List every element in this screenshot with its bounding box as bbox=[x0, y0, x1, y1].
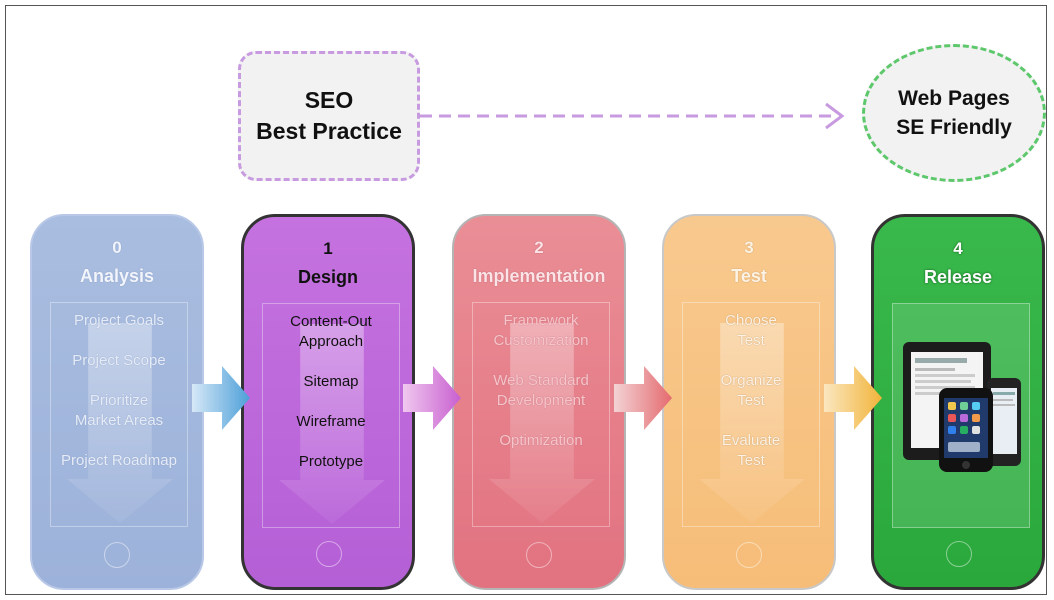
phase-item: Web Standard Development bbox=[493, 372, 589, 409]
goal-line2: SE Friendly bbox=[896, 116, 1012, 139]
phase-item: Project Goals bbox=[73, 312, 165, 329]
phase-number: 1 bbox=[323, 239, 333, 258]
right-arrow-icon bbox=[614, 366, 672, 430]
seo-best-practice-box: SEO Best Practice bbox=[238, 51, 420, 181]
phase-title: Analysis bbox=[79, 266, 155, 286]
phase-item: Framework Customization bbox=[493, 312, 589, 349]
phase-title: Release bbox=[923, 267, 993, 287]
home-button-icon bbox=[946, 541, 972, 567]
phase-item: Evaluate Test bbox=[721, 432, 781, 469]
home-button-icon bbox=[104, 542, 130, 568]
right-arrow-icon bbox=[403, 366, 461, 430]
phase-title: Implementation bbox=[472, 266, 606, 286]
phase-number: 4 bbox=[953, 239, 963, 258]
phase-item: Project Scope bbox=[72, 352, 166, 369]
phase-release-card: 4 Release bbox=[871, 214, 1045, 590]
phase-screen: Project Goals Project Scope Prioritize M… bbox=[50, 302, 188, 527]
goal-line1: Web Pages bbox=[898, 87, 1010, 110]
phase-item: Optimization bbox=[499, 432, 583, 449]
phase-design-card: 1 Design Content-Out Approach Sitemap Wi… bbox=[241, 214, 415, 590]
phase-number: 3 bbox=[744, 238, 754, 257]
phase-number: 0 bbox=[112, 238, 122, 257]
ipad-iphone-devices-icon bbox=[903, 342, 1021, 472]
phase-item: Organize Test bbox=[720, 372, 782, 409]
phase-title: Design bbox=[297, 267, 358, 287]
phase-title: Test bbox=[731, 266, 767, 286]
phase-implementation-card: 2 Implementation Framework Customization… bbox=[452, 214, 626, 590]
phase-analysis-card: 0 Analysis Project Goals Project Scope P… bbox=[30, 214, 204, 590]
phase-item: Choose Test bbox=[725, 312, 777, 349]
phase-item: Content-Out Approach bbox=[290, 313, 372, 350]
seo-box-line1: SEO bbox=[304, 87, 354, 113]
phase-item: Sitemap bbox=[303, 373, 359, 390]
phase-item: Prototype bbox=[298, 453, 364, 470]
home-button-icon bbox=[316, 541, 342, 567]
phase-screen: Content-Out Approach Sitemap Wireframe P… bbox=[262, 303, 400, 528]
right-arrow-icon bbox=[192, 366, 250, 430]
phase-item: Project Roadmap bbox=[61, 452, 177, 469]
seo-box-line2: Best Practice bbox=[256, 118, 402, 144]
phase-item: Wireframe bbox=[296, 413, 366, 430]
home-button-icon bbox=[526, 542, 552, 568]
diagram-frame: SEO Best Practice Web Pages SE Friendly … bbox=[5, 5, 1047, 595]
right-arrow-icon bbox=[824, 366, 882, 430]
goal-ellipse: Web Pages SE Friendly bbox=[862, 44, 1046, 182]
phase-screen: Framework Customization Web Standard Dev… bbox=[472, 302, 610, 527]
phase-screen: Choose Test Organize Test Evaluate Test bbox=[682, 302, 820, 527]
phase-number: 2 bbox=[534, 238, 544, 257]
phase-screen bbox=[892, 303, 1030, 528]
phase-item: Prioritize Market Areas bbox=[74, 392, 164, 429]
phase-test-card: 3 Test Choose Test Organize Test Evaluat… bbox=[662, 214, 836, 590]
seo-flow-dashed-arrow bbox=[420, 102, 845, 130]
home-button-icon bbox=[736, 542, 762, 568]
